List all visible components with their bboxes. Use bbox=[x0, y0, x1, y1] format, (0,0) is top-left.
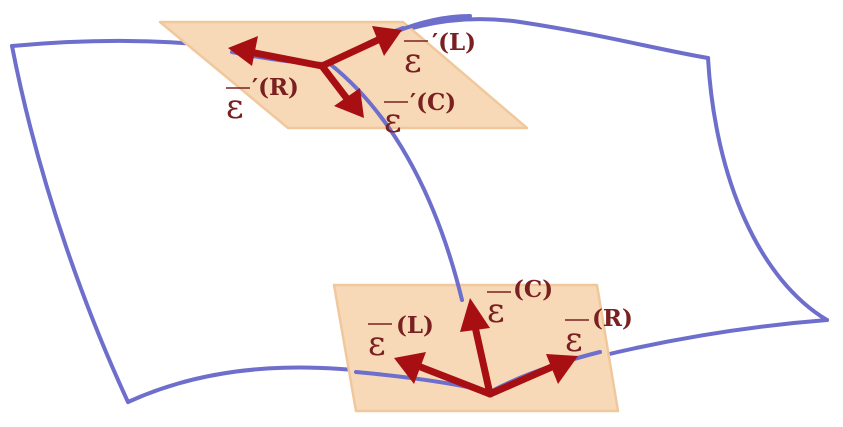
label-top-right-symbol: ε bbox=[226, 87, 244, 127]
label-top-center-symbol: ε bbox=[384, 101, 402, 141]
surface-top-edge-right-over-plane bbox=[393, 14, 472, 34]
bottom-basis-arrows bbox=[394, 298, 578, 398]
label-top-center-superscript: ′(C) bbox=[410, 89, 456, 116]
label-bottom-center-superscript: (C) bbox=[513, 276, 553, 303]
top-arrow-left-shaft bbox=[246, 48, 326, 70]
label-top-left-symbol: ε bbox=[404, 41, 422, 81]
surface-middle-curve bbox=[328, 62, 464, 302]
label-top-left-superscript: ′(L) bbox=[432, 29, 476, 56]
top-arrow-right-head bbox=[372, 26, 402, 56]
top-arrow-left-head bbox=[228, 36, 258, 66]
top-arrow-down-head bbox=[334, 88, 364, 118]
label-bottom-right-superscript: (R) bbox=[592, 305, 633, 332]
label-bottom-left: ε (L) bbox=[368, 312, 434, 364]
label-top-right: ε ′(R) bbox=[226, 74, 299, 127]
surface-left-edge bbox=[10, 44, 130, 404]
label-bottom-center-symbol: ε bbox=[487, 291, 505, 331]
bottom-arrow-right-shaft bbox=[486, 362, 558, 398]
top-arrow-right-shaft bbox=[318, 36, 382, 70]
label-bottom-center: ε (C) bbox=[487, 276, 553, 331]
bottom-arrow-left-shaft bbox=[414, 362, 494, 398]
label-top-left: ε ′(L) bbox=[404, 29, 476, 81]
surface-right-edge bbox=[706, 56, 829, 322]
bottom-arrow-up-head bbox=[460, 298, 490, 332]
label-bottom-right-symbol: ε bbox=[565, 320, 583, 360]
label-top-center: ε ′(C) bbox=[384, 89, 456, 141]
bottom-arrow-up-shaft bbox=[470, 318, 494, 398]
label-bottom-left-symbol: ε bbox=[368, 324, 386, 364]
label-bottom-right: ε (R) bbox=[565, 305, 633, 360]
label-bottom-left-superscript: (L) bbox=[396, 312, 434, 339]
bottom-arrow-left-head bbox=[394, 352, 426, 384]
bottom-tangent-plane bbox=[332, 283, 620, 413]
top-basis-arrows bbox=[228, 26, 402, 118]
top-arrow-down-shaft bbox=[318, 62, 352, 104]
bottom-arrow-right-head bbox=[546, 354, 578, 384]
label-top-right-superscript: ′(R) bbox=[252, 74, 299, 101]
